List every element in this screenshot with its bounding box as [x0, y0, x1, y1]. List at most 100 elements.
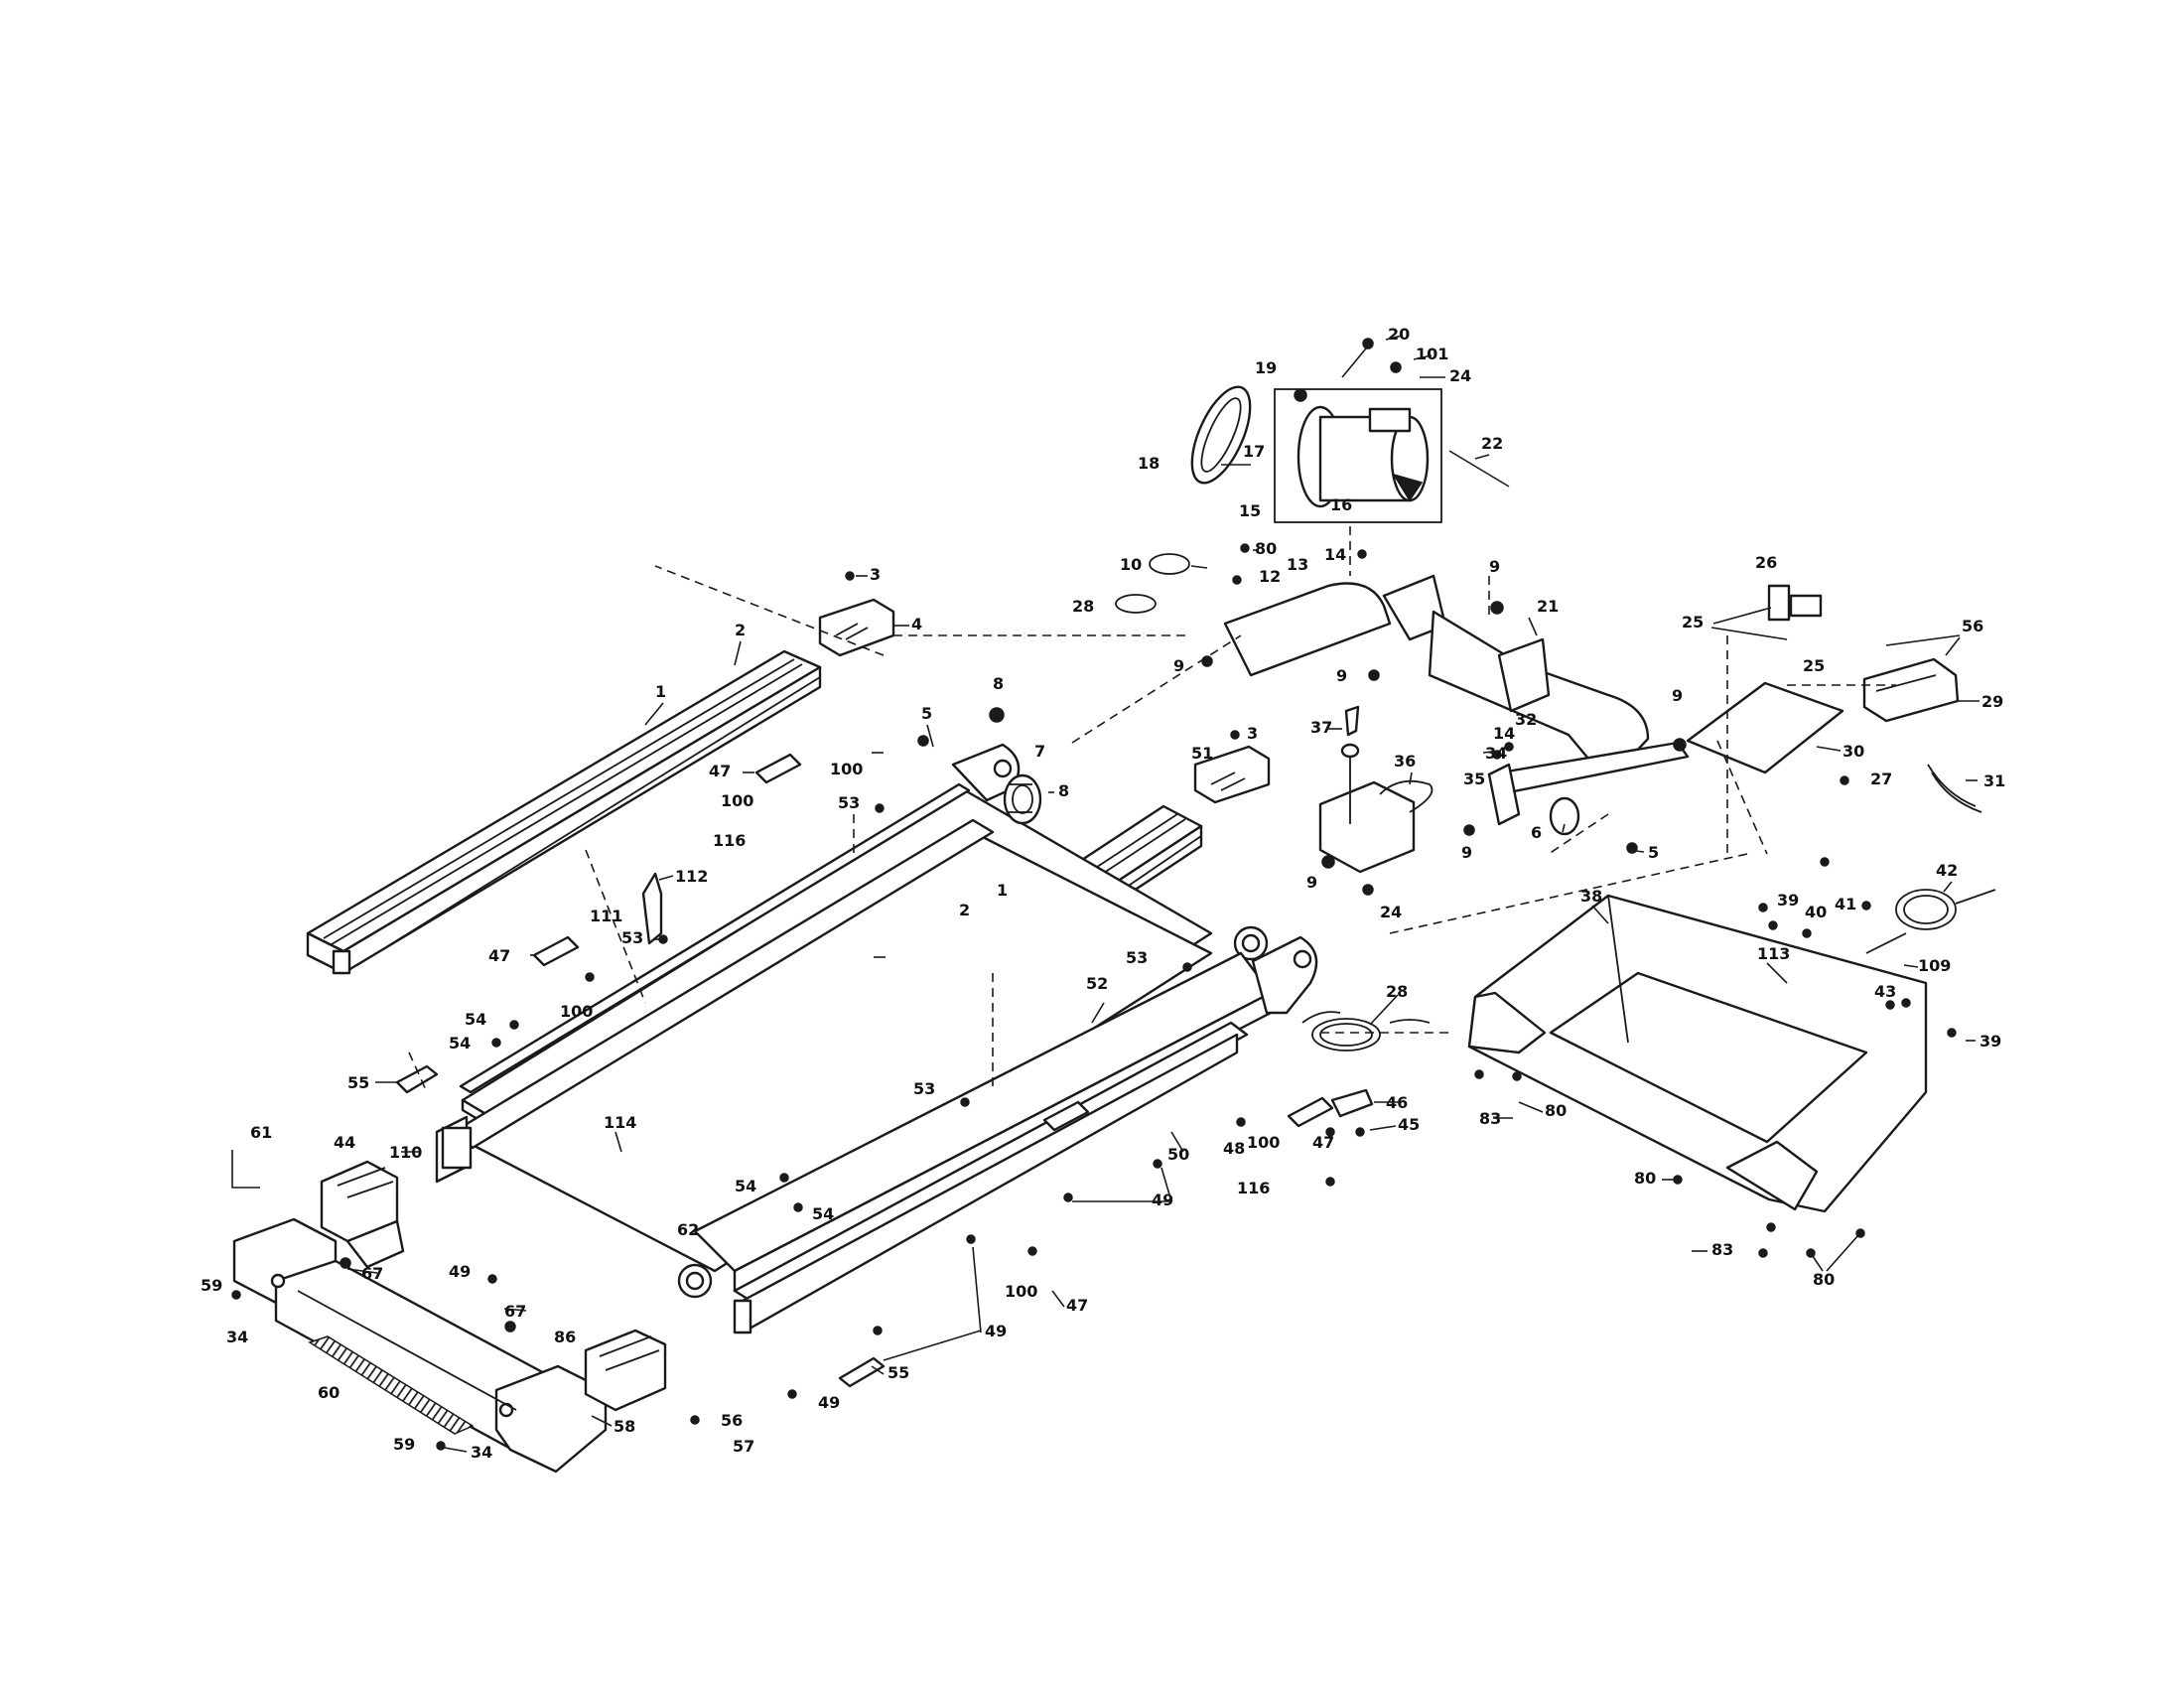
- isolator-47-d: [1287, 1096, 1334, 1128]
- part-label-100: 100: [830, 760, 863, 778]
- part-label-40: 40: [1805, 903, 1827, 921]
- part-label-17: 17: [1243, 442, 1265, 461]
- part-label-55: 55: [887, 1363, 909, 1382]
- part-label-80: 80: [1255, 539, 1277, 558]
- part-label-9: 9: [1306, 873, 1317, 892]
- part-label-9: 9: [1336, 666, 1347, 685]
- part-label-112: 112: [675, 867, 708, 886]
- part-label-53: 53: [1126, 948, 1148, 967]
- motor-hood-base: [1467, 894, 1928, 1213]
- part-label-19: 19: [1255, 358, 1277, 377]
- part-label-7: 7: [1034, 742, 1045, 761]
- part-label-2: 2: [735, 621, 746, 639]
- part-label-62: 62: [677, 1220, 699, 1239]
- part-label-1: 1: [997, 881, 1008, 900]
- power-cord-42: [1895, 889, 1996, 930]
- part-label-4: 4: [911, 615, 922, 633]
- part-label-59: 59: [393, 1435, 415, 1454]
- part-label-43: 43: [1874, 982, 1896, 1001]
- bracket-46: [1330, 1088, 1374, 1118]
- part-label-47: 47: [1066, 1296, 1088, 1315]
- part-label-55: 55: [347, 1073, 369, 1092]
- front-roller: [435, 925, 1269, 1299]
- part-label-21: 21: [1537, 597, 1559, 616]
- drive-belt-18: [1190, 385, 1252, 485]
- part-label-58: 58: [614, 1417, 635, 1436]
- part-label-47: 47: [1312, 1133, 1334, 1152]
- part-label-3: 3: [1247, 724, 1258, 743]
- part-label-37: 37: [1310, 718, 1332, 737]
- part-label-80: 80: [1545, 1101, 1567, 1120]
- part-label-116: 116: [1237, 1179, 1270, 1197]
- isolator-47-c: [1042, 1100, 1090, 1132]
- part-label-47: 47: [709, 762, 731, 780]
- part-label-5: 5: [1648, 843, 1659, 862]
- part-label-51: 51: [1191, 744, 1213, 763]
- part-label-59: 59: [201, 1276, 222, 1295]
- cord-109: [1865, 932, 1907, 954]
- pad-55-left: [395, 1052, 439, 1094]
- frame-rail-50: [733, 1021, 1249, 1334]
- rear-foot-86: [584, 1329, 667, 1412]
- part-label-100: 100: [1005, 1282, 1037, 1301]
- part-label-67: 67: [504, 1302, 526, 1321]
- running-belt: [455, 818, 1213, 1273]
- part-label-8: 8: [993, 674, 1004, 693]
- part-label-86: 86: [554, 1328, 576, 1346]
- guard-4: [818, 598, 895, 657]
- part-label-15: 15: [1239, 501, 1261, 520]
- part-label-57: 57: [733, 1437, 754, 1456]
- part-label-54: 54: [735, 1177, 756, 1195]
- sensor-37: [1344, 705, 1360, 737]
- part-label-54: 54: [449, 1034, 471, 1052]
- part-label-9: 9: [1461, 843, 1472, 862]
- part-label-5: 5: [921, 704, 932, 723]
- part-label-53: 53: [621, 928, 643, 947]
- part-label-83: 83: [1711, 1240, 1733, 1259]
- part-label-109: 109: [1918, 956, 1951, 975]
- part-label-6: 6: [1531, 823, 1542, 842]
- part-label-53: 53: [913, 1079, 935, 1098]
- part-label-14: 14: [1324, 545, 1346, 564]
- part-label-28: 28: [1072, 597, 1094, 616]
- part-label-2: 2: [959, 901, 970, 919]
- part-label-41: 41: [1835, 895, 1856, 913]
- part-label-9: 9: [1173, 656, 1184, 675]
- isolator-47-b: [532, 935, 580, 967]
- upright-frame: [1223, 574, 1690, 836]
- wrench-61: [231, 1150, 260, 1189]
- rear-roller-bracket: [951, 743, 1318, 1015]
- isolator-47-a: [754, 753, 802, 784]
- part-label-25: 25: [1803, 656, 1825, 675]
- part-label-80: 80: [1813, 1270, 1835, 1289]
- part-label-49: 49: [449, 1262, 471, 1281]
- isolator-10: [1149, 553, 1190, 575]
- part-label-1: 1: [655, 682, 666, 701]
- part-label-49: 49: [1152, 1191, 1173, 1209]
- part-label-20: 20: [1388, 325, 1410, 344]
- part-label-67: 67: [361, 1264, 383, 1283]
- part-label-24: 24: [1380, 903, 1402, 921]
- part-label-34: 34: [471, 1443, 492, 1462]
- part-label-36: 36: [1394, 752, 1416, 771]
- part-label-27: 27: [1870, 770, 1892, 788]
- part-label-8: 8: [1058, 781, 1069, 800]
- part-label-111: 111: [590, 907, 622, 925]
- part-label-48: 48: [1223, 1139, 1245, 1158]
- part-label-10: 10: [1120, 555, 1142, 574]
- part-label-49: 49: [818, 1393, 840, 1412]
- part-label-29: 29: [1981, 692, 2003, 711]
- bolt-22: [1448, 450, 1510, 488]
- part-label-35: 35: [1463, 770, 1485, 788]
- part-label-24: 24: [1449, 366, 1471, 385]
- part-label-54: 54: [465, 1010, 486, 1029]
- part-labels: 1 2 3 4 5 8 7 8 47 100 100 53 116 111 11…: [201, 325, 2005, 1462]
- part-label-25: 25: [1682, 613, 1704, 632]
- wire-31: [1927, 764, 1982, 813]
- pad-55-right: [838, 1356, 886, 1388]
- rear-foot-44: [320, 1160, 405, 1269]
- part-label-12: 12: [1259, 567, 1281, 586]
- rear-end-cap: [232, 1217, 608, 1474]
- pulley-8: [1003, 773, 1042, 825]
